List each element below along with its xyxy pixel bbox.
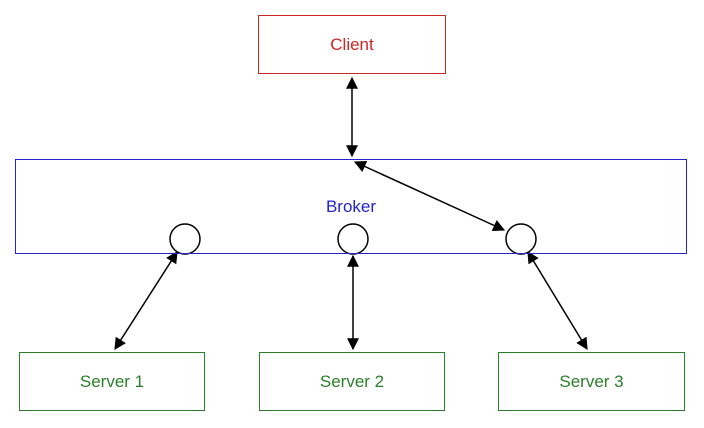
client-node: Client [258, 15, 446, 74]
edge-port1-server1 [114, 250, 178, 351]
server-3-label: Server 3 [559, 371, 624, 391]
client-label: Client [330, 34, 374, 54]
server-2-label: Server 2 [319, 371, 385, 391]
server-3-node: Server 3 [498, 352, 685, 411]
broker-label: Broker [325, 197, 377, 216]
edge-port3-server3 [527, 250, 588, 351]
server-1-label: Server 1 [79, 371, 145, 391]
broker-node [15, 159, 687, 254]
server-1-node: Server 1 [19, 352, 205, 411]
server-2-node: Server 2 [259, 352, 445, 411]
